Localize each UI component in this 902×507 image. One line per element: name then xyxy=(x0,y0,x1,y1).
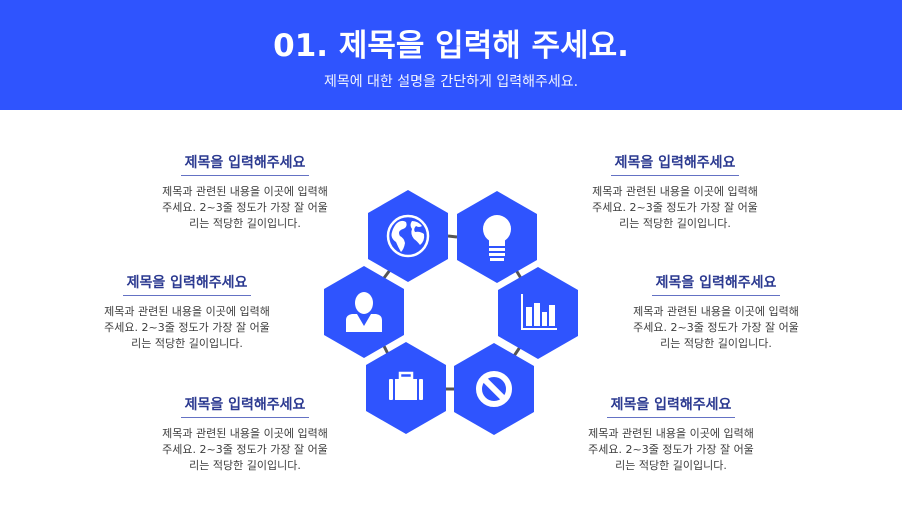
text-block-middle-right: 제목을 입력해주세요 제목과 관련된 내용을 이곳에 입력해 주세요. 2~3줄… xyxy=(601,272,831,352)
header-banner: 01. 제목을 입력해 주세요. 제목에 대한 설명을 간단하게 입력해주세요. xyxy=(0,0,902,110)
person-icon xyxy=(346,292,382,332)
text-block-top-right: 제목을 입력해주세요 제목과 관련된 내용을 이곳에 입력해 주세요. 2~3줄… xyxy=(560,152,790,232)
briefcase-icon xyxy=(389,371,423,400)
block-description: 제목과 관련된 내용을 이곳에 입력해 주세요. 2~3줄 정도가 가장 잘 어… xyxy=(592,185,758,230)
text-block-middle-left: 제목을 입력해주세요 제목과 관련된 내용을 이곳에 입력해 주세요. 2~3줄… xyxy=(72,272,302,352)
hexagon-globe xyxy=(368,190,448,282)
block-description: 제목과 관련된 내용을 이곳에 입력해 주세요. 2~3줄 정도가 가장 잘 어… xyxy=(588,427,754,472)
block-title: 제목을 입력해주세요 xyxy=(610,153,740,176)
prohibited-icon xyxy=(476,371,512,407)
block-title: 제목을 입력해주세요 xyxy=(651,273,781,296)
hexagon-lightbulb xyxy=(457,191,537,283)
block-description: 제목과 관련된 내용을 이곳에 입력해 주세요. 2~3줄 정도가 가장 잘 어… xyxy=(633,305,799,350)
lightbulb-icon xyxy=(483,215,511,261)
block-description: 제목과 관련된 내용을 이곳에 입력해 주세요. 2~3줄 정도가 가장 잘 어… xyxy=(104,305,270,350)
block-title: 제목을 입력해주세요 xyxy=(122,273,252,296)
block-title: 제목을 입력해주세요 xyxy=(606,395,736,418)
page-title: 01. 제목을 입력해 주세요. xyxy=(273,28,629,64)
page-subtitle: 제목에 대한 설명을 간단하게 입력해주세요. xyxy=(323,74,579,90)
connector-lines xyxy=(382,234,524,391)
block-description: 제목과 관련된 내용을 이곳에 입력해 주세요. 2~3줄 정도가 가장 잘 어… xyxy=(162,427,328,472)
block-title: 제목을 입력해주세요 xyxy=(180,153,310,176)
hexagon-bar-chart xyxy=(498,267,578,359)
text-block-bottom-right: 제목을 입력해주세요 제목과 관련된 내용을 이곳에 입력해 주세요. 2~3줄… xyxy=(556,394,786,474)
hexagon-person xyxy=(324,266,404,358)
text-block-top-left: 제목을 입력해주세요 제목과 관련된 내용을 이곳에 입력해 주세요. 2~3줄… xyxy=(130,152,360,232)
block-description: 제목과 관련된 내용을 이곳에 입력해 주세요. 2~3줄 정도가 가장 잘 어… xyxy=(162,185,328,230)
hexagon-briefcase xyxy=(366,342,446,434)
text-block-bottom-left: 제목을 입력해주세요 제목과 관련된 내용을 이곳에 입력해 주세요. 2~3줄… xyxy=(130,394,360,474)
block-title: 제목을 입력해주세요 xyxy=(180,395,310,418)
globe-icon xyxy=(386,214,430,258)
hexagon-prohibited xyxy=(454,343,534,435)
bar-chart-icon xyxy=(521,294,557,330)
